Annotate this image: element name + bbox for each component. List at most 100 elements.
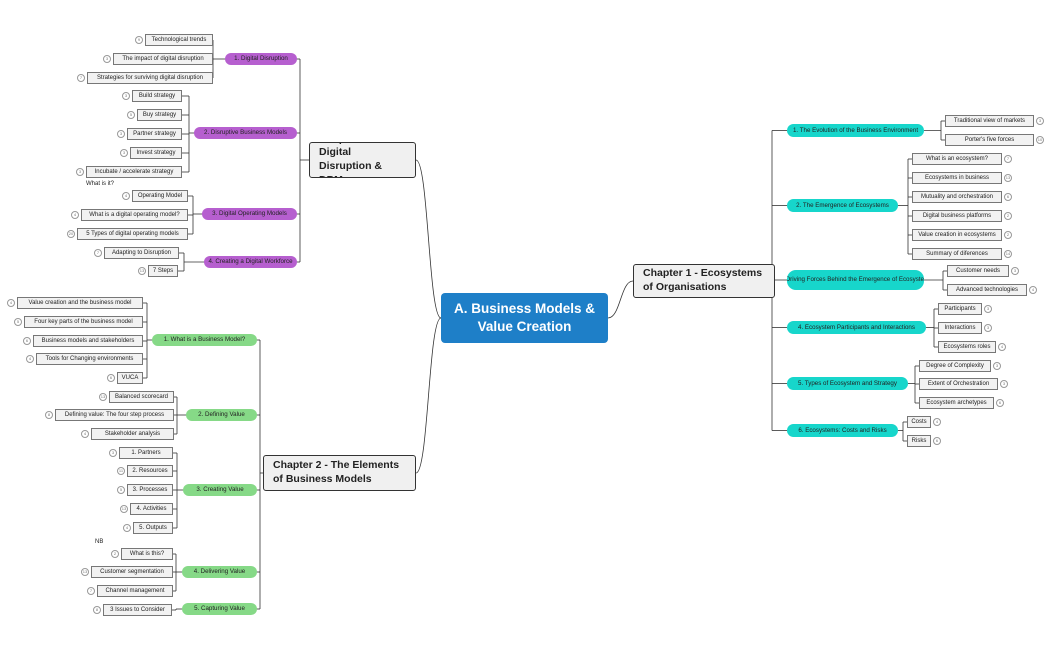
subtopic[interactable]: Channel management bbox=[97, 585, 173, 597]
subtopic[interactable]: 5. Outputs bbox=[133, 522, 173, 534]
subtopic[interactable]: Advanced technologies bbox=[947, 284, 1027, 296]
count-badge: 4 bbox=[1029, 286, 1037, 294]
subtopic[interactable]: 7 Steps bbox=[148, 265, 178, 277]
count-badge: 9 bbox=[135, 36, 143, 44]
count-badge: 3 bbox=[984, 324, 992, 332]
subtopic[interactable]: Adapting to Disruption bbox=[104, 247, 179, 259]
section-topic[interactable]: 2. The Emergence of Ecosystems bbox=[787, 199, 898, 212]
count-badge: 4 bbox=[7, 299, 15, 307]
subtopic[interactable]: Risks bbox=[907, 435, 931, 447]
subtopic[interactable]: Participants bbox=[938, 303, 982, 315]
count-badge: 3 bbox=[76, 168, 84, 176]
chapter-topic-ch2[interactable]: Chapter 2 - The Elements of Business Mod… bbox=[263, 455, 416, 491]
subtopic[interactable]: What is this? bbox=[121, 548, 173, 560]
count-badge: 20 bbox=[67, 230, 75, 238]
section-topic[interactable]: 3. Creating Value bbox=[183, 484, 257, 496]
subtopic[interactable]: Operating Model bbox=[132, 190, 188, 202]
root-link bbox=[607, 280, 634, 319]
subtopic[interactable]: What is an ecosystem? bbox=[912, 153, 1002, 165]
count-badge: 5 bbox=[117, 486, 125, 494]
subtopic[interactable]: Customer needs bbox=[947, 265, 1009, 277]
root-topic[interactable]: A. Business Models & Value Creation bbox=[441, 293, 608, 343]
topic-note: What is it? bbox=[86, 181, 115, 187]
section-topic[interactable]: 3. Driving Forces Behind the Emergence o… bbox=[787, 270, 924, 290]
subtopic[interactable]: Technological trends bbox=[145, 34, 213, 46]
subtopic[interactable]: 4. Activities bbox=[130, 503, 173, 515]
subtopic[interactable]: Business models and stakeholders bbox=[33, 335, 143, 347]
subtopic[interactable]: VUCA bbox=[117, 372, 143, 384]
count-badge: 10 bbox=[1036, 136, 1044, 144]
subtopic[interactable]: Invest strategy bbox=[130, 147, 182, 159]
subtopic[interactable]: 3. Processes bbox=[127, 484, 173, 496]
subtopic[interactable]: Tools for Changing environments bbox=[36, 353, 143, 365]
count-badge: 2 bbox=[111, 550, 119, 558]
section-topic[interactable]: 5. Capturing Value bbox=[182, 603, 257, 615]
subtopic[interactable]: Partner strategy bbox=[127, 128, 182, 140]
subtopic[interactable]: Buy strategy bbox=[137, 109, 182, 121]
section-topic[interactable]: 4. Creating a Digital Workforce bbox=[204, 256, 297, 268]
count-badge: 4 bbox=[998, 343, 1006, 351]
subtopic[interactable]: Summary of diferences bbox=[912, 248, 1002, 260]
count-badge: 13 bbox=[120, 505, 128, 513]
subtopic[interactable]: Defining value: The four step process bbox=[55, 409, 174, 421]
section-topic[interactable]: 1. Digital Disruption bbox=[225, 53, 297, 65]
subtopic[interactable]: Strategies for surviving digital disrupt… bbox=[87, 72, 213, 84]
subtopic[interactable]: Balanced scorecard bbox=[109, 391, 174, 403]
count-badge: 3 bbox=[993, 362, 1001, 370]
subtopic[interactable]: What is a digital operating model? bbox=[81, 209, 188, 221]
section-topic[interactable]: 4. Ecosystem Participants and Interactio… bbox=[787, 321, 926, 334]
count-badge: 14 bbox=[1004, 250, 1012, 258]
count-badge: 7 bbox=[77, 74, 85, 82]
subtopic[interactable]: Build strategy bbox=[132, 90, 182, 102]
subtopic[interactable]: Four key parts of the business model bbox=[24, 316, 143, 328]
section-topic[interactable]: 2. Disruptive Business Models bbox=[194, 127, 297, 139]
subtopic[interactable]: Traditional view of markets bbox=[945, 115, 1034, 127]
count-badge: 13 bbox=[99, 393, 107, 401]
count-badge: 6 bbox=[933, 437, 941, 445]
section-topic[interactable]: 3. Digital Operating Models bbox=[202, 208, 297, 220]
count-badge: 11 bbox=[117, 467, 125, 475]
subtopic[interactable]: Porter's five forces bbox=[945, 134, 1034, 146]
count-badge: 3 bbox=[120, 149, 128, 157]
section-topic[interactable]: 4. Delivering Value bbox=[182, 566, 257, 578]
count-badge: 3 bbox=[109, 449, 117, 457]
subtopic[interactable]: Interactions bbox=[938, 322, 982, 334]
count-badge: 6 bbox=[996, 399, 1004, 407]
section-topic[interactable]: 1. What is a Business Model? bbox=[152, 334, 257, 346]
subtopic[interactable]: Degree of Complexity bbox=[919, 360, 991, 372]
chapter-topic-ch3[interactable]: Chapter 3 - Digital Disruption & DBM bbox=[309, 142, 416, 178]
subtopic[interactable]: Costs bbox=[907, 416, 931, 428]
section-topic[interactable]: 5. Types of Ecosystem and Strategy bbox=[787, 377, 908, 390]
section-topic[interactable]: 6. Ecosystems: Costs and Risks bbox=[787, 424, 898, 437]
subtopic[interactable]: Value creation in ecosystems bbox=[912, 229, 1002, 241]
subtopic[interactable]: The impact of digital disruption bbox=[113, 53, 213, 65]
subtopic[interactable]: Value creation and the business model bbox=[17, 297, 143, 309]
count-badge: 3 bbox=[122, 92, 130, 100]
subtopic[interactable]: Digital business platforms bbox=[912, 210, 1002, 222]
section-topic[interactable]: 2. Defining Value bbox=[186, 409, 257, 421]
count-badge: 4 bbox=[122, 192, 130, 200]
count-badge: 13 bbox=[138, 267, 146, 275]
subtopic[interactable]: Mutuality and orchestration bbox=[912, 191, 1002, 203]
subtopic[interactable]: Customer segmentation bbox=[91, 566, 173, 578]
subtopic[interactable]: Ecosystem archetypes bbox=[919, 397, 994, 409]
chapter-topic-ch1[interactable]: Chapter 1 - Ecosystems of Organisations bbox=[633, 264, 775, 298]
count-badge: 7 bbox=[87, 587, 95, 595]
subtopic[interactable]: 1. Partners bbox=[119, 447, 173, 459]
count-badge: 7 bbox=[94, 249, 102, 257]
subtopic[interactable]: 2. Resources bbox=[127, 465, 173, 477]
count-badge: 5 bbox=[14, 318, 22, 326]
subtopic[interactable]: 3 Issues to Consider bbox=[103, 604, 172, 616]
subtopic[interactable]: Ecosystems roles bbox=[938, 341, 996, 353]
subtopic[interactable]: Ecosystems in business bbox=[912, 172, 1002, 184]
subtopic[interactable]: Incubate / accelerate strategy bbox=[86, 166, 182, 178]
subtopic[interactable]: 5 Types of digital operating models bbox=[77, 228, 188, 240]
subtopic[interactable]: Stakeholder analysis bbox=[91, 428, 174, 440]
count-badge: 3 bbox=[1011, 267, 1019, 275]
topic-note: NB bbox=[95, 539, 104, 545]
count-badge: 3 bbox=[1000, 380, 1008, 388]
subtopic[interactable]: Extent of Orchestration bbox=[919, 378, 998, 390]
section-topic[interactable]: 1. The Evolution of the Business Environ… bbox=[787, 124, 924, 137]
